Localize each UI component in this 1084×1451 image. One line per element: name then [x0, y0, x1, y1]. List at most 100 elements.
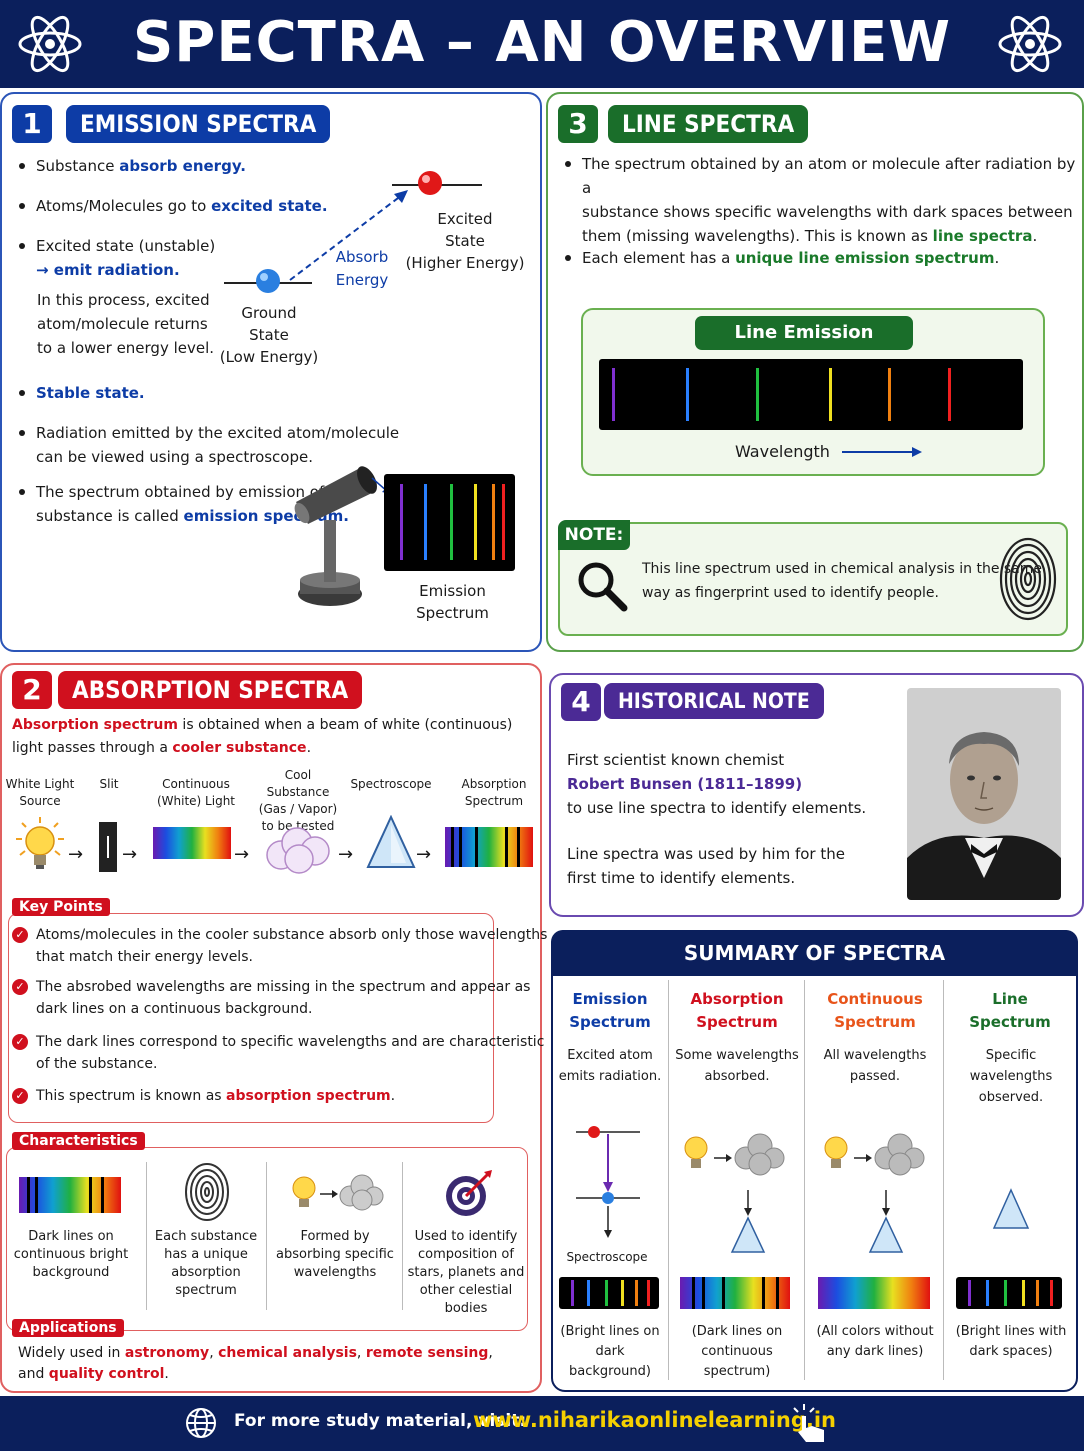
- note-text: This line spectrum used in chemical anal…: [642, 561, 1043, 601]
- atom-icon: [18, 15, 82, 73]
- cloud-icon: [266, 827, 330, 874]
- website-link[interactable]: www.niharikaonlinelearning.in: [473, 1408, 836, 1432]
- key-points-box: [8, 913, 494, 1123]
- bullet: Stable state.: [16, 381, 145, 405]
- fingerprint-icon: [185, 1163, 229, 1221]
- bulb-cloud-prism-icon: [684, 1133, 785, 1253]
- footer-label: For more study material, visit:: [234, 1411, 527, 1431]
- bullet: Excited state (unstable)→ emit radiation…: [16, 234, 215, 282]
- applications-text: Widely used in astronomy, chemical analy…: [18, 1345, 493, 1382]
- section-title: HISTORICAL NOTE: [604, 683, 824, 719]
- fingerprint-icon: [999, 537, 1057, 621]
- bullet: Each element has a unique line emission …: [562, 246, 999, 270]
- section-number: 3: [558, 105, 598, 143]
- note-box: [558, 522, 1068, 636]
- section-title: ABSORPTION SPECTRA: [58, 671, 363, 709]
- emission-spectrum-box: [384, 474, 515, 571]
- bullet: Radiation emitted by the excited atom/mo…: [16, 421, 399, 469]
- section-number: 2: [12, 671, 52, 709]
- section-number: 4: [561, 683, 601, 721]
- atom-icon: [998, 15, 1062, 73]
- arrow-icon: →: [338, 844, 354, 865]
- absorption-mini-spectrum: [680, 1277, 790, 1309]
- wavelength-label: Wavelength: [735, 442, 830, 461]
- pointer-hand-icon: [793, 1404, 824, 1442]
- slit-icon: [99, 822, 117, 872]
- key-point: ✓The dark lines correspond to specific w…: [12, 1031, 544, 1075]
- continuous-mini-spectrum: [818, 1277, 930, 1309]
- flow-label: Spectroscope: [350, 777, 432, 791]
- bulb-cloud-prism-icon: [824, 1133, 925, 1253]
- summary-panel: [551, 930, 1078, 1392]
- bullet: Substance absorb energy.: [16, 154, 246, 178]
- applications-label: Applications: [12, 1319, 124, 1337]
- page-title: SPECTRA – AN OVERVIEW: [132, 10, 952, 75]
- energy-transition-icon: [576, 1126, 640, 1238]
- target-icon: [446, 1170, 492, 1216]
- summary-title: SUMMARY OF SPECTRA: [551, 930, 1078, 976]
- dark-lines-band: [19, 1177, 121, 1213]
- arrow-right-icon: [842, 447, 922, 457]
- spectroscope-icon: [294, 466, 377, 606]
- absorption-spectrum-band: [445, 827, 533, 867]
- bulb-cloud-icon: [292, 1174, 384, 1211]
- characteristics-label: Characteristics: [12, 1132, 145, 1150]
- footer-bar: For more study material, visit: www.niha…: [0, 1396, 1084, 1451]
- line-emission-title: Line Emission Spectrum: [695, 316, 913, 377]
- portrait-image: [907, 688, 1061, 900]
- emission-mini-spectrum: [559, 1277, 659, 1309]
- flow-label: Cool Substance(Gas / Vapor)to be tested: [258, 768, 338, 833]
- note-label: NOTE:: [558, 520, 630, 550]
- flow-label: Slit: [99, 777, 119, 791]
- light-bulb-icon: [16, 817, 64, 869]
- header-bar: SPECTRA – AN OVERVIEW: [0, 0, 1084, 88]
- key-points-label: Key Points: [12, 898, 110, 916]
- globe-icon: [186, 1408, 216, 1438]
- key-point: ✓The absrobed wavelengths are missing in…: [12, 976, 530, 1020]
- section-number: 1: [12, 105, 52, 143]
- key-point: ✓This spectrum is known as absorption sp…: [12, 1085, 395, 1107]
- key-point: ✓Atoms/molecules in the cooler substance…: [12, 924, 547, 968]
- magnifier-icon: [578, 562, 628, 612]
- line-emission-spectrum: [599, 359, 1023, 430]
- absorption-intro: Absorption spectrum is obtained when a b…: [12, 717, 513, 756]
- arrow-icon: →: [122, 844, 138, 865]
- flow-label: Continuous(White) Light: [156, 777, 236, 808]
- absorption-panel: [0, 663, 542, 1393]
- spectroscope-label: Spectroscope: [566, 1250, 648, 1264]
- bullet: The spectrum obtained by an atom or mole…: [562, 152, 1084, 248]
- prism-icon: [366, 815, 416, 868]
- section-title: EMISSION SPECTRA: [66, 105, 331, 143]
- line-mini-spectrum: [956, 1277, 1062, 1309]
- arrow-icon: →: [416, 844, 432, 865]
- characteristics-box: [6, 1147, 528, 1331]
- arrow-icon: →: [234, 844, 250, 865]
- bullet: Atoms/Molecules go to excited state.: [16, 194, 328, 218]
- arrow-icon: →: [68, 844, 84, 865]
